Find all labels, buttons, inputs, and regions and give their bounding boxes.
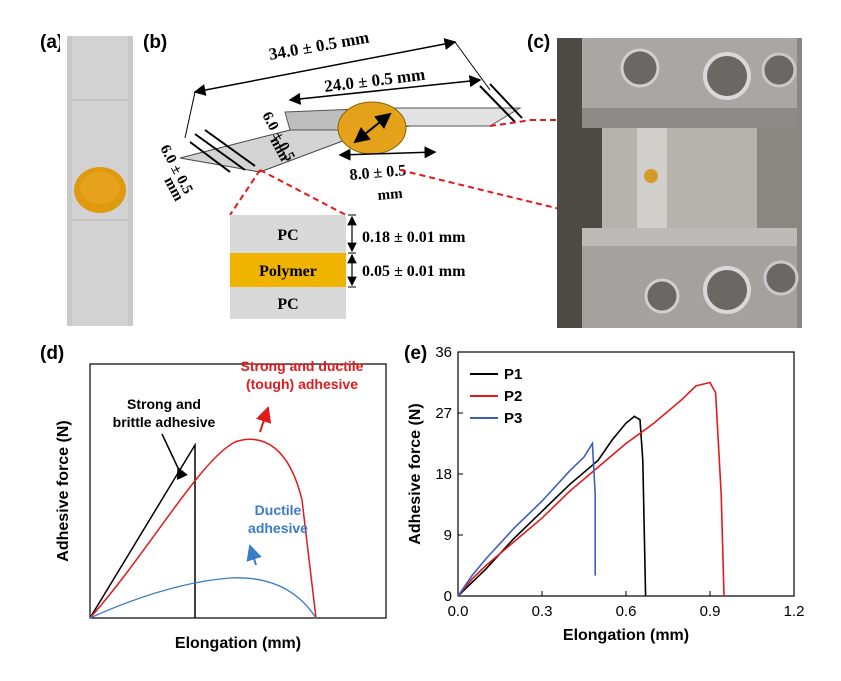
- annot-brittle-2: brittle adhesive: [113, 414, 216, 430]
- curve-brittle: [89, 442, 196, 619]
- annot-brittle-1: Strong and: [127, 396, 201, 412]
- chart-e-ylabel: Adhesive force (N): [407, 403, 424, 544]
- series-line-p3: [457, 440, 596, 597]
- annot-ductile-1: Ductile: [255, 502, 302, 518]
- y-tick-label: 9: [444, 527, 452, 544]
- chart-d-ylabel: Adhesive force (N): [55, 420, 72, 561]
- curve-tough: [89, 438, 317, 619]
- chart-d-xlabel: Elongation (mm): [175, 635, 301, 652]
- panel-label-d: (d): [40, 343, 65, 364]
- bolt-icon: [644, 278, 680, 314]
- lap-shear-schematic: 34.0 ± 0.5 mm 24.0 ± 0.5 mm 6.0 ± 0.5 mm…: [156, 30, 530, 319]
- annot-ductile-2: adhesive: [248, 520, 308, 536]
- annot-tough-2: (tough) adhesive: [246, 376, 358, 392]
- x-tick-label: 1.2: [784, 603, 805, 620]
- x-tick-label: 0.6: [616, 603, 637, 620]
- dim-total-label: 34.0 ± 0.5 mm: [267, 30, 370, 64]
- dim-disc-label: 8.0 ± 0.5: [349, 162, 407, 184]
- layer-pc-bottom-label: PC: [277, 296, 298, 313]
- x-tick-label: 0.9: [700, 603, 721, 620]
- layer-polymer-label: Polymer: [259, 263, 317, 280]
- y-tick-label: 18: [435, 466, 452, 483]
- panel-label-b: (b): [143, 32, 168, 53]
- bolt-icon: [763, 260, 799, 296]
- layer-pc-top: [230, 215, 346, 253]
- panel-label-e: (e): [404, 343, 428, 364]
- y-tick-label: 0: [444, 588, 452, 605]
- legend-label: P1: [504, 366, 522, 383]
- y-tick-label: 27: [435, 405, 452, 422]
- panel-label-c: (c): [527, 32, 551, 53]
- specimen-photo: [60, 30, 140, 330]
- annot-tough-1: Strong and ductile: [241, 358, 364, 374]
- series-line-p2: [457, 381, 725, 597]
- layer-polymer: [230, 253, 346, 287]
- tensile-fixture-photo: [557, 38, 802, 328]
- chart-d: Strong and brittle adhesive Strong and d…: [55, 358, 387, 652]
- layer-pc-bottom: [230, 287, 346, 319]
- series-line-p1: [457, 415, 647, 597]
- panel-label-a: (a): [40, 32, 64, 53]
- legend-label: P2: [504, 388, 522, 405]
- dim-disc-unit: mm: [377, 186, 404, 204]
- legend-label: P3: [504, 410, 522, 427]
- chart-d-frame: [89, 363, 387, 619]
- x-tick-label: 0.3: [532, 603, 553, 620]
- bolt-icon: [703, 266, 751, 314]
- layer-pc-top-label: PC: [277, 227, 298, 244]
- grip-hatch-right: [479, 83, 523, 123]
- thickness-polymer-label: 0.05 ± 0.01 mm: [362, 263, 466, 280]
- grip-hatch-left: [189, 129, 256, 173]
- bolt-icon: [761, 52, 797, 88]
- y-tick-label: 36: [435, 344, 452, 361]
- bolt-icon: [620, 48, 660, 88]
- curve-ductile: [89, 577, 317, 619]
- x-tick-label: 0.0: [448, 603, 469, 620]
- thickness-pc-label: 0.18 ± 0.01 mm: [362, 229, 466, 246]
- bolt-icon: [703, 52, 751, 100]
- chart-e-xlabel: Elongation (mm): [563, 627, 689, 644]
